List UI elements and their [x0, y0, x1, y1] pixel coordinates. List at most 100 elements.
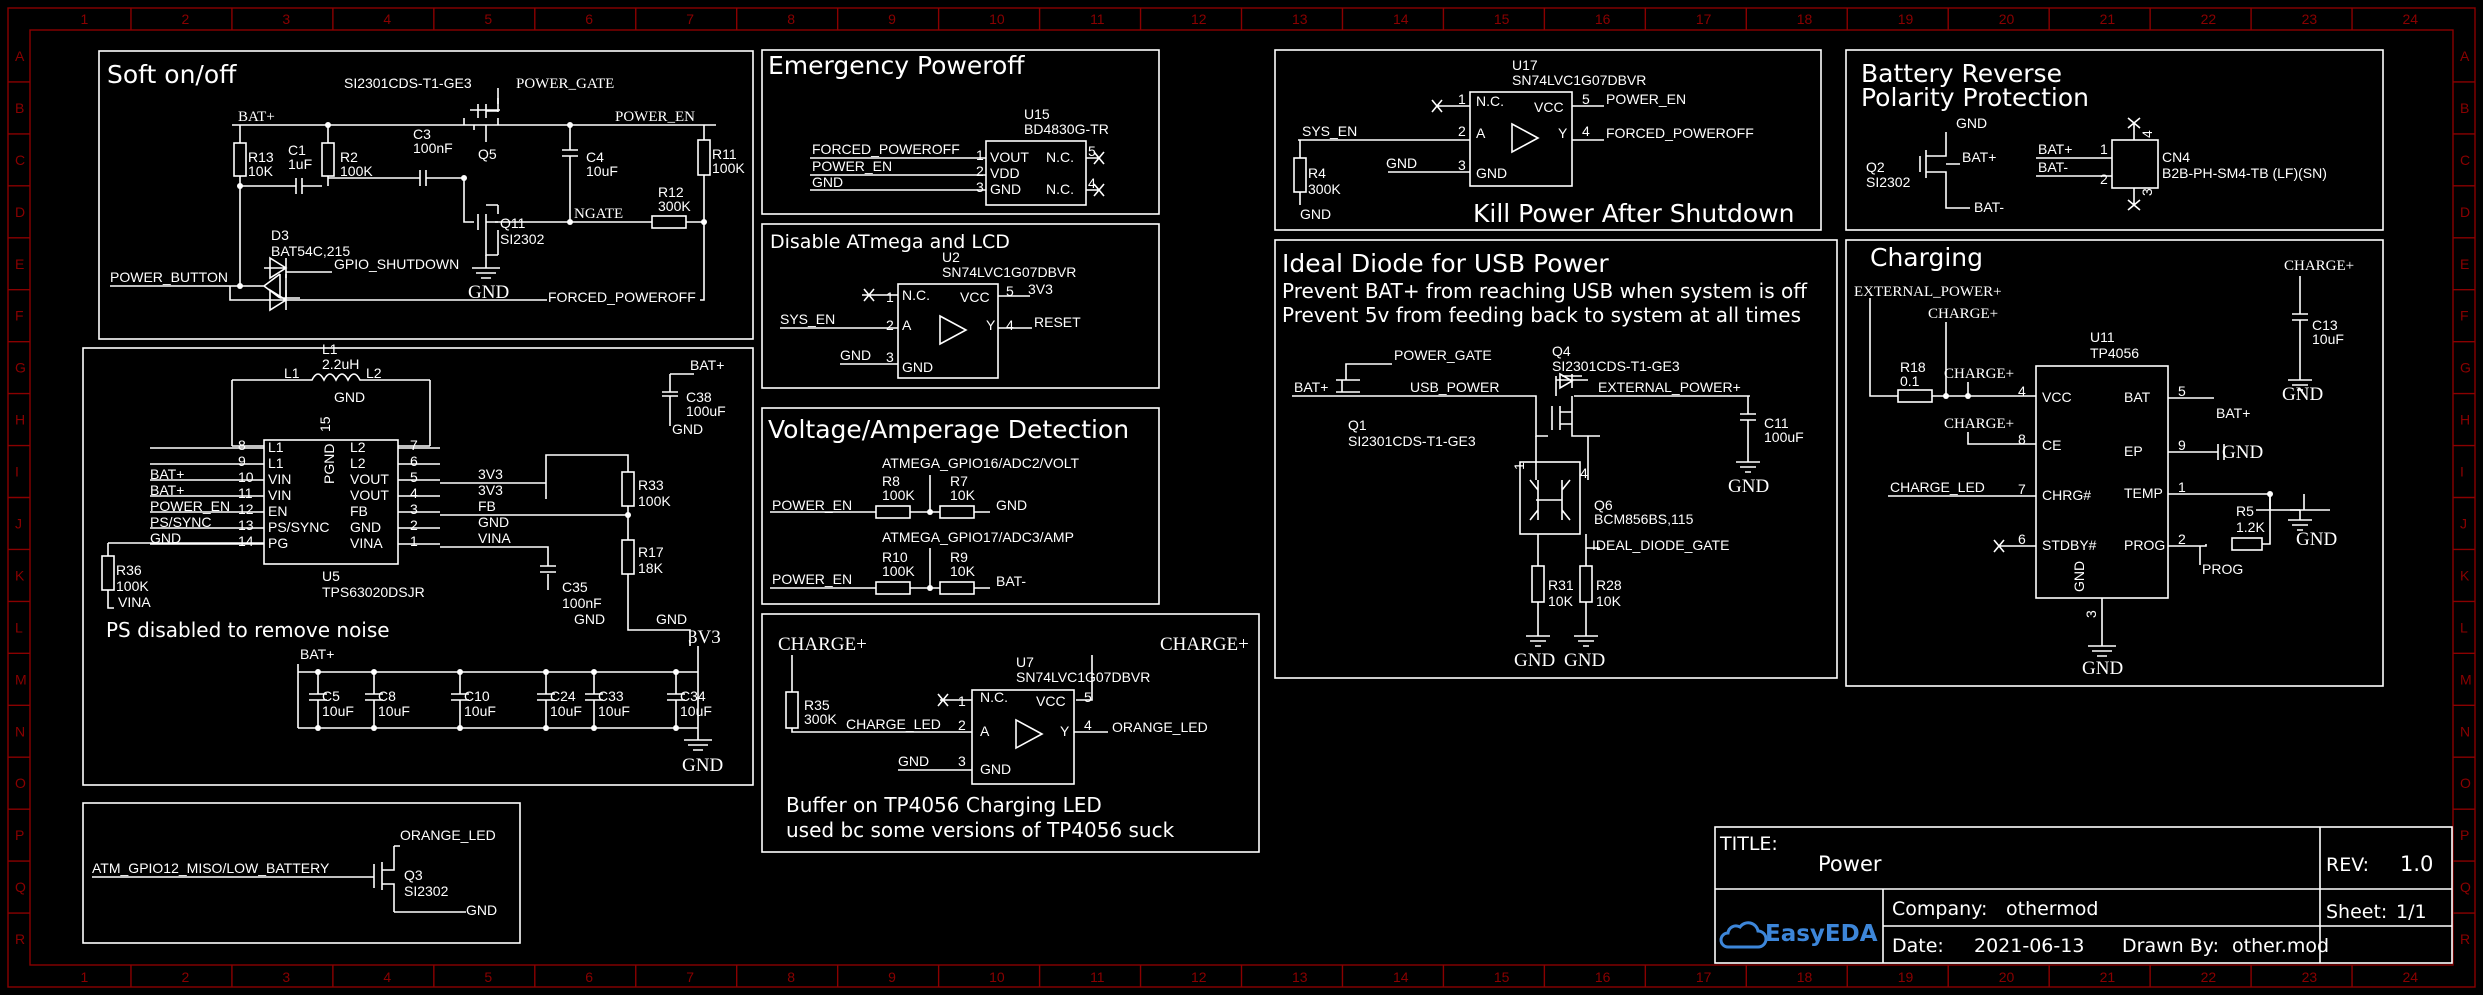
- net-charge-right: CHARGE+: [1160, 634, 1249, 655]
- title-line2: Polarity Protection: [1861, 83, 2089, 112]
- column-mark: 15: [1494, 11, 1510, 27]
- u5-pin-num: 5: [410, 469, 418, 485]
- pin-gnd: GND: [980, 761, 1011, 777]
- c1-value: 1uF: [288, 156, 312, 172]
- cap-value: 10uF: [680, 703, 712, 719]
- l1-pin-l1: L1: [284, 365, 300, 381]
- pin-y: Y: [986, 317, 996, 333]
- cn4-pin-4: 4: [2139, 130, 2155, 138]
- u11-pin-label: STDBY#: [2042, 537, 2097, 553]
- section-title: Voltage/Amperage Detection: [768, 415, 1129, 444]
- column-mark: 15: [1494, 969, 1510, 985]
- u2-part: SN74LVC1G07DBVR: [942, 264, 1076, 280]
- r35-value: 300K: [804, 711, 837, 727]
- net-power-en: POWER_EN: [150, 498, 230, 514]
- pin-a: A: [902, 317, 912, 333]
- section-disable-atmega: Disable ATmega and LCD U2 SN74LVC1G07DBV…: [761, 223, 1160, 389]
- pgnd-label: PGND: [321, 444, 337, 484]
- u5-pin-num: 12: [238, 501, 254, 517]
- row-mark: K: [2460, 567, 2470, 583]
- r13-ref: R13: [248, 149, 274, 165]
- pin-5: 5: [1084, 689, 1092, 705]
- column-mark: 10: [989, 11, 1005, 27]
- net-vina-r36: VINA: [118, 594, 151, 610]
- row-mark: E: [2460, 256, 2469, 272]
- note-line1: Buffer on TP4056 Charging LED: [786, 793, 1102, 817]
- pin-a: A: [980, 723, 990, 739]
- column-mark: 3: [282, 11, 290, 27]
- d3-value: BAT54C,215: [271, 243, 350, 259]
- column-mark: 21: [2100, 969, 2116, 985]
- r36-ref: R36: [116, 562, 142, 578]
- u11-pin-num: 6: [2018, 531, 2026, 547]
- section-kill-power: U17 SN74LVC1G07DBVR N.C. A GND VCC Y 1 2…: [1274, 49, 1822, 231]
- section-voltage-detection: Voltage/Amperage Detection ATMEGA_GPIO16…: [761, 407, 1160, 605]
- net-bat-1: BAT+: [150, 466, 184, 482]
- r36-value: 100K: [116, 578, 149, 594]
- c38-ref: C38: [686, 389, 712, 405]
- net-gnd-u11: GND: [2082, 658, 2123, 679]
- row-mark: M: [15, 671, 27, 687]
- title-label: TITLE:: [1719, 833, 1778, 855]
- net-gnd: GND: [898, 753, 929, 769]
- column-mark: 6: [585, 969, 593, 985]
- net-gnd-r31: GND: [1514, 650, 1555, 671]
- u5-pin-label: L2: [350, 455, 366, 471]
- r28-value: 10K: [1596, 593, 1622, 609]
- pin-2: 2: [958, 717, 966, 733]
- column-mark: 14: [1393, 969, 1409, 985]
- u11-pin-label: CE: [2042, 437, 2061, 453]
- net-gnd: GND: [812, 174, 843, 190]
- pin-gnd: GND: [902, 359, 933, 375]
- c11-value: 100uF: [1764, 429, 1804, 445]
- r31-value: 10K: [1548, 593, 1574, 609]
- column-mark: 18: [1797, 11, 1813, 27]
- net-reset: RESET: [1034, 314, 1081, 330]
- u5-pin-num: 4: [410, 485, 418, 501]
- column-mark: 17: [1696, 11, 1712, 27]
- row-mark: D: [2460, 204, 2470, 220]
- row-mark: R: [15, 931, 25, 947]
- net-gnd-r17: GND: [656, 611, 687, 627]
- net-ext: EXTERNAL_POWER+: [1598, 379, 1741, 395]
- net-bat-c38: BAT+: [690, 357, 724, 373]
- column-mark: 8: [787, 969, 795, 985]
- column-mark: 13: [1292, 11, 1308, 27]
- net-gnd-r28: GND: [1564, 650, 1605, 671]
- u5-pin-label: PG: [268, 535, 288, 551]
- u11-ref: U11: [2090, 329, 2115, 345]
- sheet-label: Sheet:: [2326, 901, 2387, 923]
- q1-value: SI2301CDS-T1-GE3: [1348, 433, 1476, 449]
- u11-pin-label: EP: [2124, 443, 2143, 459]
- pin-4: 4: [1084, 717, 1092, 733]
- c35-value: 100nF: [562, 595, 602, 611]
- column-mark: 7: [686, 969, 694, 985]
- r2-value: 100K: [340, 163, 373, 179]
- u15-pin-label: GND: [990, 181, 1021, 197]
- u5-pin-label: GND: [350, 519, 381, 535]
- row-mark: C: [2460, 152, 2470, 168]
- c3-value: 100nF: [413, 140, 453, 156]
- r18-value: 0.1: [1900, 373, 1920, 389]
- u11-pin-3: 3: [2083, 610, 2099, 618]
- column-mark: 8: [787, 11, 795, 27]
- u15-pin-label: VOUT: [990, 149, 1029, 165]
- column-mark: 24: [2403, 11, 2419, 27]
- column-mark: 22: [2201, 969, 2217, 985]
- net-power-en: POWER_EN: [812, 158, 892, 174]
- row-mark: D: [15, 204, 25, 220]
- u17-part: SN74LVC1G07DBVR: [1512, 72, 1646, 88]
- u15-pin-num: 3: [976, 179, 984, 195]
- row-mark: Q: [15, 879, 26, 895]
- pin-vcc: VCC: [1036, 693, 1066, 709]
- r33-value: 100K: [638, 493, 671, 509]
- r8-value: 100K: [882, 487, 915, 503]
- pin-15: 15: [317, 416, 333, 432]
- net-charge-1: CHARGE+: [1928, 306, 1998, 322]
- rev-value: 1.0: [2400, 852, 2433, 876]
- easyeda-logo: EasyEDA: [1765, 921, 1878, 947]
- net-power-en-1: POWER_EN: [772, 497, 852, 513]
- net-gnd-l1: GND: [334, 389, 365, 405]
- cn4-pin-1: 1: [2100, 141, 2108, 157]
- pin-y: Y: [1060, 723, 1070, 739]
